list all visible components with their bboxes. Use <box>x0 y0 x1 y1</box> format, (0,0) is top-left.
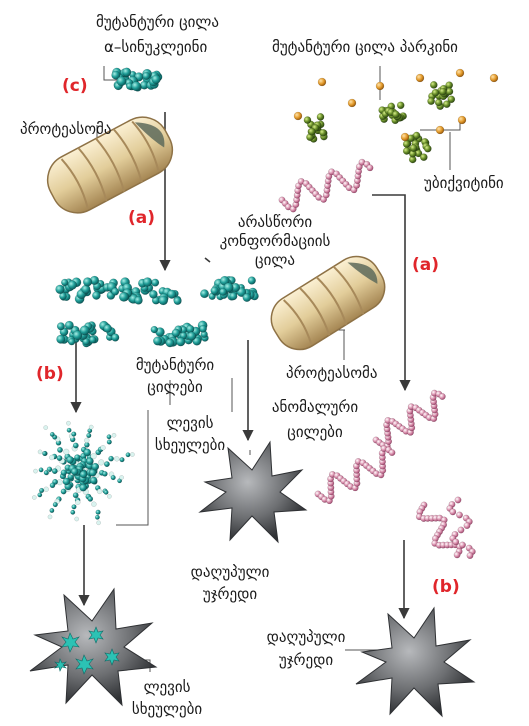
label-misfolded-3: ცილა <box>200 251 350 270</box>
ubiquitin-dot-icon <box>458 116 466 124</box>
label-lewy-bodies-1a: ლევის <box>150 414 230 433</box>
alpha-synuclein-cluster-icon <box>112 68 163 92</box>
alpha-synuclein-cluster-icon <box>56 276 119 304</box>
label-lewy-bodies-2b: სხეულები <box>112 700 222 719</box>
label-proteasome-top: პროტეასომა <box>20 120 111 139</box>
label-mutant-proteins-1: მუტანტური <box>100 356 250 375</box>
label-lewy-bodies-2a: ლევის <box>112 678 222 697</box>
parkin-cluster-icon <box>379 102 407 124</box>
ubiquitin-dot-icon <box>436 126 444 134</box>
ubiquitin-dot-icon <box>456 69 464 77</box>
parkin-cluster-icon <box>428 81 455 109</box>
label-lewy-bodies-1b: სხეულები <box>150 436 230 455</box>
misfolded-protein-chain-icon <box>315 445 395 504</box>
neuron-cell-icon <box>356 608 474 716</box>
ubiquitin-dot-icon <box>401 133 409 141</box>
neuron-cell-icon <box>200 442 306 542</box>
label-damaged-cell-2a: დაღუპული <box>246 628 366 647</box>
label-alpha-synuclein: α–სინუკლეინი <box>104 38 207 57</box>
label-misfolded-1: არასწორი <box>200 213 350 232</box>
step-tag-a-left: (a) <box>128 208 155 228</box>
label-damaged-cell-1a: დაღუპული <box>170 563 290 582</box>
alpha-synuclein-cluster-icon <box>200 276 258 302</box>
ubiquitin-dot-icon <box>294 112 302 120</box>
step-tag-a-right: (a) <box>412 255 439 275</box>
step-tag-c: (c) <box>62 76 88 96</box>
label-abnormal-2: ცილები <box>240 423 390 442</box>
label-mutant-proteins-2: ცილები <box>100 378 250 397</box>
label-ubiquitin: უბიქვიტინი <box>424 174 504 193</box>
label-damaged-cell-1b: უჯრედი <box>170 585 290 604</box>
misfolded-protein-chain-icon <box>279 159 373 212</box>
ubiquitin-dot-icon <box>490 74 498 82</box>
ubiquitin-dot-icon <box>376 82 384 90</box>
step-tag-b-left: (b) <box>36 364 64 384</box>
ubiquitin-dot-icon <box>416 74 424 82</box>
lewy-body-aggregate-icon <box>32 421 134 525</box>
alpha-synuclein-cluster-icon <box>151 321 209 347</box>
label-damaged-cell-2b: უჯრედი <box>246 651 366 670</box>
parkin-cluster-group <box>304 81 455 163</box>
alpha-synuclein-cluster-icon <box>118 277 181 304</box>
alpha-synuclein-cluster-icon <box>57 321 120 347</box>
ubiquitin-dot-icon <box>318 78 326 86</box>
label-mutant-parkin: მუტანტური ცილა პარკინი <box>272 38 458 57</box>
ubiquitin-dot-icon <box>348 99 356 107</box>
parkin-cluster-icon <box>304 113 328 142</box>
misfolded-protein-chain-icon <box>416 502 463 558</box>
label-mutant-protein: მუტანტური ცილა <box>96 13 219 32</box>
step-tag-b-right: (b) <box>432 577 460 597</box>
label-misfolded-2: კონფორმაციის <box>200 232 350 251</box>
label-abnormal-1: ანომალური <box>240 398 390 417</box>
label-proteasome-middle: პროტეასომა <box>286 364 377 383</box>
